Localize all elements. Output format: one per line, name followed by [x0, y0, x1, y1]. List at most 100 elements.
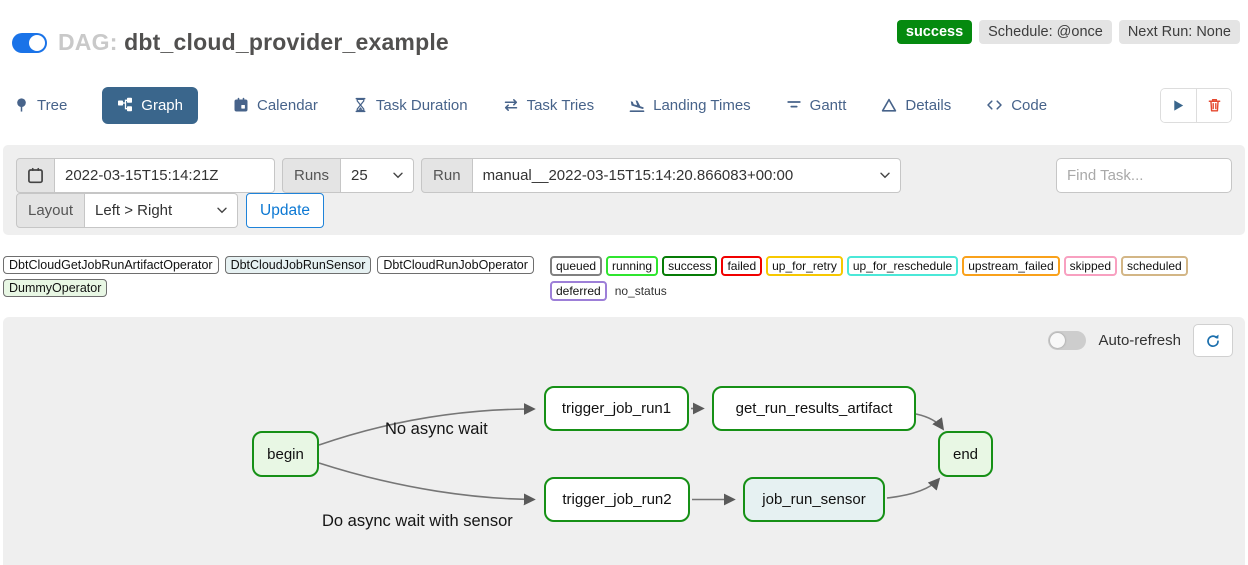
tab-tree[interactable]: Tree	[14, 97, 67, 114]
filter-row-1: Runs 25 Run manual__2022-03-15T15:14:20.…	[16, 158, 1232, 193]
auto-refresh-label: Auto-refresh	[1098, 332, 1181, 349]
task-node-trigger-job-run2[interactable]: trigger_job_run2	[544, 477, 690, 522]
edge-begin-trigger2	[318, 462, 536, 506]
status-legend-badge[interactable]: upstream_failed	[962, 256, 1060, 276]
edge-begin-trigger1	[318, 403, 536, 446]
status-legend-badge[interactable]: queued	[550, 256, 603, 276]
task-node-end[interactable]: end	[938, 431, 993, 477]
layout-label: Layout	[16, 193, 86, 228]
dag-edges	[318, 402, 945, 506]
refresh-button[interactable]	[1193, 324, 1233, 357]
status-legend-badge[interactable]: skipped	[1063, 256, 1117, 276]
status-legend-badge[interactable]: success	[662, 256, 718, 276]
status-legend-badge[interactable]: running	[606, 256, 659, 276]
toggle-knob	[29, 35, 45, 51]
hourglass-icon	[355, 97, 366, 113]
dag-action-buttons	[1160, 87, 1232, 123]
filter-row-2: Layout Left > Right Update	[16, 193, 1232, 228]
tab-task-tries[interactable]: Task Tries	[503, 96, 595, 114]
tab-landing-times[interactable]: Landing Times	[629, 97, 751, 114]
edge-label: Do async wait with sensor	[322, 512, 513, 530]
base-date-group	[16, 158, 275, 193]
tab-label: Details	[905, 96, 952, 114]
status-legend-badge[interactable]: up_for_reschedule	[846, 256, 959, 276]
view-tabbar: Tree Graph Calendar Task Duration Task T…	[0, 85, 1248, 125]
auto-refresh-toggle[interactable]	[1048, 331, 1087, 350]
layout-select[interactable]: Left > Right	[85, 193, 239, 228]
edge-label: No async wait	[385, 420, 488, 438]
calendar-icon	[234, 97, 248, 112]
find-task-input[interactable]	[1056, 158, 1232, 193]
chevron-down-icon	[879, 172, 890, 179]
layout-value: Left > Right	[95, 202, 173, 219]
num-runs-select[interactable]: 25	[341, 158, 415, 193]
plane-landing-icon	[629, 100, 645, 113]
gantt-icon	[786, 101, 801, 108]
operator-badge: DbtCloudJobRunSensor	[224, 256, 372, 274]
graph-icon	[118, 97, 133, 112]
header-badges: success Schedule: @once Next Run: None	[896, 20, 1240, 44]
task-node-get-run-results-artifact[interactable]: get_run_results_artifact	[712, 386, 916, 431]
pin-icon	[17, 98, 26, 112]
status-legend-badge[interactable]: deferred	[550, 281, 607, 301]
status-legend: queued running success failed up_for_ret…	[550, 256, 1245, 301]
triangle-icon	[882, 98, 897, 112]
runs-label: Runs	[282, 158, 342, 193]
repeat-icon	[504, 99, 517, 111]
delete-dag-button[interactable]	[1196, 88, 1231, 122]
trigger-dag-button[interactable]	[1161, 88, 1196, 122]
tab-graph[interactable]: Graph	[102, 86, 198, 124]
tab-label: Task Tries	[526, 96, 595, 114]
tab-label: Gantt	[809, 96, 847, 114]
status-legend-badge[interactable]: up_for_retry	[766, 256, 843, 276]
tab-label: Calendar	[257, 96, 318, 114]
code-icon	[987, 100, 1002, 110]
task-node-job-run-sensor[interactable]: job_run_sensor	[743, 477, 885, 522]
operator-badge: DummyOperator	[3, 279, 108, 297]
page-title: DAG: dbt_cloud_provider_example	[58, 29, 449, 56]
layout-group: Layout Left > Right	[16, 193, 239, 228]
tab-gantt[interactable]: Gantt	[786, 96, 847, 114]
tab-details[interactable]: Details	[881, 97, 951, 114]
graph-panel: Auto-refresh No async wait Do async wait	[3, 317, 1245, 565]
status-legend-badge[interactable]: scheduled	[1121, 256, 1188, 276]
tab-label: Tree	[37, 96, 68, 114]
tab-code[interactable]: Code	[986, 97, 1047, 114]
play-icon	[1174, 99, 1184, 111]
operator-badge: DbtCloudGetJobRunArtifactOperator	[3, 256, 219, 274]
toggle-knob	[1050, 333, 1066, 348]
tab-label: Task Duration	[375, 96, 468, 114]
tab-task-duration[interactable]: Task Duration	[353, 97, 468, 114]
run-select[interactable]: manual__2022-03-15T15:14:20.866083+00:00	[472, 158, 901, 193]
num-runs-value: 25	[351, 167, 368, 184]
run-label: Run	[421, 158, 473, 193]
tab-calendar[interactable]: Calendar	[233, 97, 318, 114]
status-legend-badge[interactable]: failed	[721, 256, 763, 276]
edge-artifact-end	[915, 413, 945, 431]
dag-pause-toggle[interactable]	[12, 33, 47, 53]
filter-panel: Runs 25 Run manual__2022-03-15T15:14:20.…	[3, 145, 1245, 235]
status-legend-badge: no_status	[614, 284, 667, 298]
dag-id-label: dbt_cloud_provider_example	[124, 29, 449, 55]
run-value: manual__2022-03-15T15:14:20.866083+00:00	[482, 167, 794, 184]
refresh-cluster: Auto-refresh	[1048, 324, 1233, 357]
tab-label: Code	[1011, 96, 1048, 114]
update-button[interactable]: Update	[246, 193, 325, 228]
task-node-begin[interactable]: begin	[252, 431, 319, 477]
run-select-group: Run manual__2022-03-15T15:14:20.866083+0…	[421, 158, 901, 193]
date-picker-button[interactable]	[16, 158, 55, 193]
tab-label: Landing Times	[653, 96, 751, 114]
chevron-down-icon	[393, 172, 403, 179]
status-badge: success	[896, 20, 973, 44]
schedule-badge: Schedule: @once	[979, 20, 1112, 44]
calendar-picker-icon	[28, 167, 43, 184]
refresh-icon	[1207, 334, 1219, 347]
edge-sensor-end	[886, 477, 941, 499]
task-node-trigger-job-run1[interactable]: trigger_job_run1	[544, 386, 689, 431]
chevron-down-icon	[217, 207, 227, 214]
num-runs-group: Runs 25	[282, 158, 415, 193]
base-date-input[interactable]	[55, 158, 275, 193]
operator-badge: DbtCloudRunJobOperator	[377, 256, 534, 274]
dag-prefix-label: DAG:	[58, 29, 118, 55]
